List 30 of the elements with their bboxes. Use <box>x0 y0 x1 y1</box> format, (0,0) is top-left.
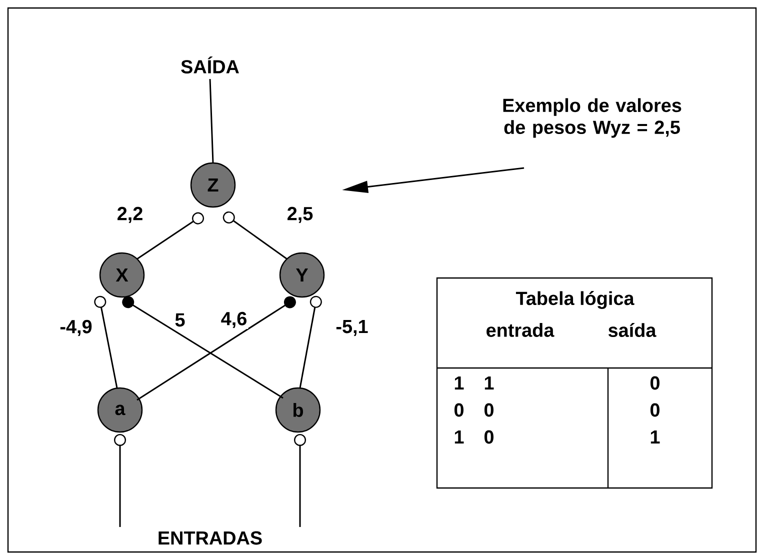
table-cell: 1 <box>454 430 464 444</box>
table-cell: 1 <box>650 430 660 444</box>
edge-label: 2,5 <box>288 206 313 224</box>
text-label: ENTRADAS <box>158 531 262 545</box>
edge-label: 5 <box>175 313 185 327</box>
edge-label: -5,1 <box>336 320 368 336</box>
arrow <box>136 296 296 401</box>
arrow <box>299 296 322 388</box>
edge-label: -4,9 <box>60 320 92 336</box>
arrow <box>122 296 284 399</box>
table-title: Tabela lógica <box>516 291 634 309</box>
table-cell: 1 <box>454 376 464 390</box>
arrow <box>136 212 204 260</box>
callout-text: Exemplo de valores de pesos Wyz = 2,5 <box>503 98 682 138</box>
table-cell: 0 <box>484 403 494 417</box>
table-cell: 0 <box>484 430 494 444</box>
table-cell: 0 <box>650 376 660 390</box>
edge-label: 4,6 <box>221 312 246 328</box>
arrow <box>114 434 126 527</box>
table-cell: 0 <box>650 403 660 417</box>
connection-line <box>209 78 214 164</box>
edge-label: 2,2 <box>118 206 142 224</box>
text-label: SAÍDA <box>181 56 239 74</box>
table-header: saída <box>608 322 656 338</box>
arrow <box>222 211 288 260</box>
table-cell: 1 <box>484 376 494 390</box>
table-header: entrada <box>486 323 554 337</box>
table-cell: 0 <box>454 403 464 417</box>
arrow <box>294 434 306 527</box>
arrow <box>94 296 118 388</box>
